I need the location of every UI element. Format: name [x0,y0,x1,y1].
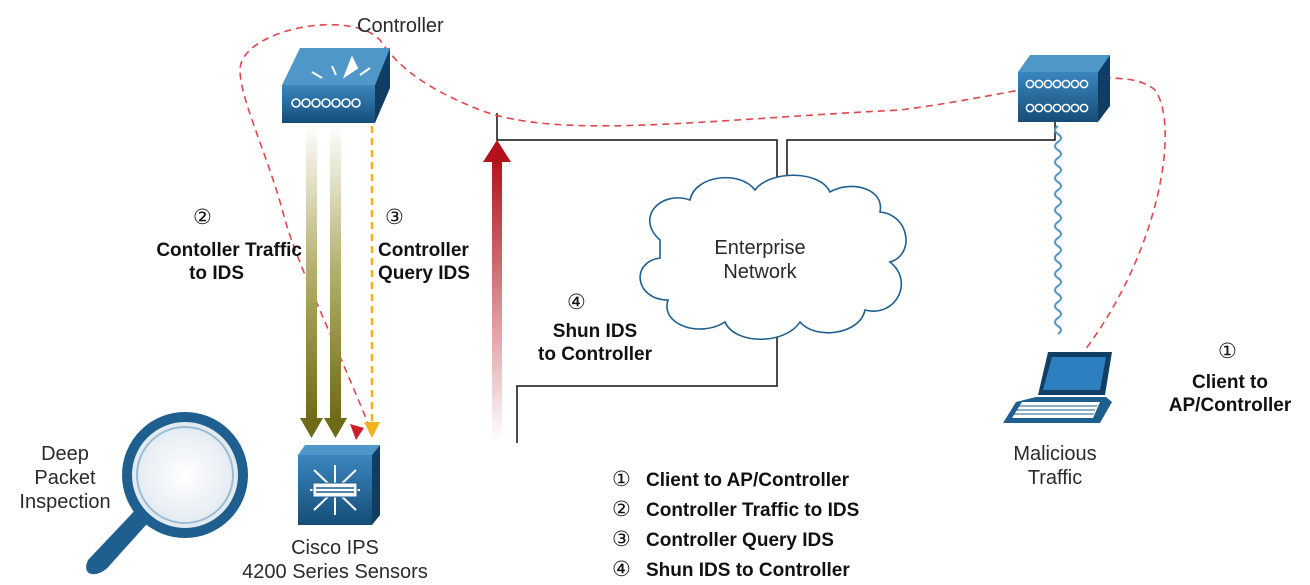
magnifier-icon [86,412,248,575]
enterprise-network-label: Enterprise Network [700,236,820,284]
legend-item-4: ④ Shun IDS to Controller [612,555,850,585]
legend-text-4: Shun IDS to Controller [646,559,850,581]
step4-label-line1: Shun IDS [552,321,638,342]
legend-text-2: Controller Traffic to IDS [646,499,860,521]
ips-sensor-line2: 4200 Series Sensors [242,561,428,583]
access-point-icon [1018,55,1110,122]
legend-item-3: ③ Controller Query IDS [612,525,834,555]
enterprise-network-label-line2: Network [723,261,797,283]
ips-sensor-label: Cisco IPS 4200 Series Sensors [215,536,455,584]
enterprise-network-label-line1: Enterprise [714,237,806,259]
controller-traffic-arrows [300,125,347,438]
malicious-traffic-label: Malicious Traffic [985,442,1125,490]
step3-label: Controller Query IDS [378,239,470,285]
step3-number: ③ [385,206,404,229]
legend-number-1: ① [612,468,631,491]
step3-label-line2: Query IDS [378,263,470,284]
legend-item-1: ① Client to AP/Controller [612,465,849,495]
malicious-traffic-line2: Traffic [1027,467,1083,489]
step2-label: Contoller Traffic to IDS [112,239,302,285]
wireless-link [1054,125,1062,335]
step2-label-line2: to IDS [189,263,244,284]
shun-arrow [483,140,511,442]
controller-query-arrow [364,126,380,438]
legend-item-2: ② Controller Traffic to IDS [612,495,859,525]
ips-sensor-line1: Cisco IPS [291,537,379,559]
step2-number: ② [193,206,212,229]
controller-icon [282,48,390,123]
inspection-line3: Inspection [19,491,111,513]
inspection-line2: Packet [34,467,96,489]
legend-text-1: Client to AP/Controller [646,469,850,491]
step1-label: Client to AP/Controller [1160,371,1300,417]
step4-label-line2: to Controller [538,344,652,365]
step4-label: Shun IDS to Controller [520,320,670,366]
malicious-traffic-line1: Malicious [1013,443,1097,465]
deep-packet-inspection-label: Deep Packet Inspection [5,442,125,514]
legend-number-4: ④ [612,558,631,581]
inspection-line1: Deep [41,443,89,465]
ips-sensor-icon [298,445,380,525]
controller-label: Controller [357,15,444,37]
step2-label-line1: Contoller Traffic [156,240,302,261]
step1-number: ① [1218,340,1237,363]
step1-label-line2: AP/Controller [1168,395,1292,416]
client-to-controller-path [239,23,1167,429]
laptop-icon [1003,352,1112,423]
step4-number: ④ [567,291,586,314]
enterprise-network-cloud [639,174,907,340]
dashed-path-arrowhead [350,424,364,440]
legend-number-2: ② [612,498,631,521]
legend-text-3: Controller Query IDS [646,529,834,551]
legend-number-3: ③ [612,528,631,551]
step3-label-line1: Controller [378,240,469,261]
step1-label-line1: Client to [1192,372,1268,393]
